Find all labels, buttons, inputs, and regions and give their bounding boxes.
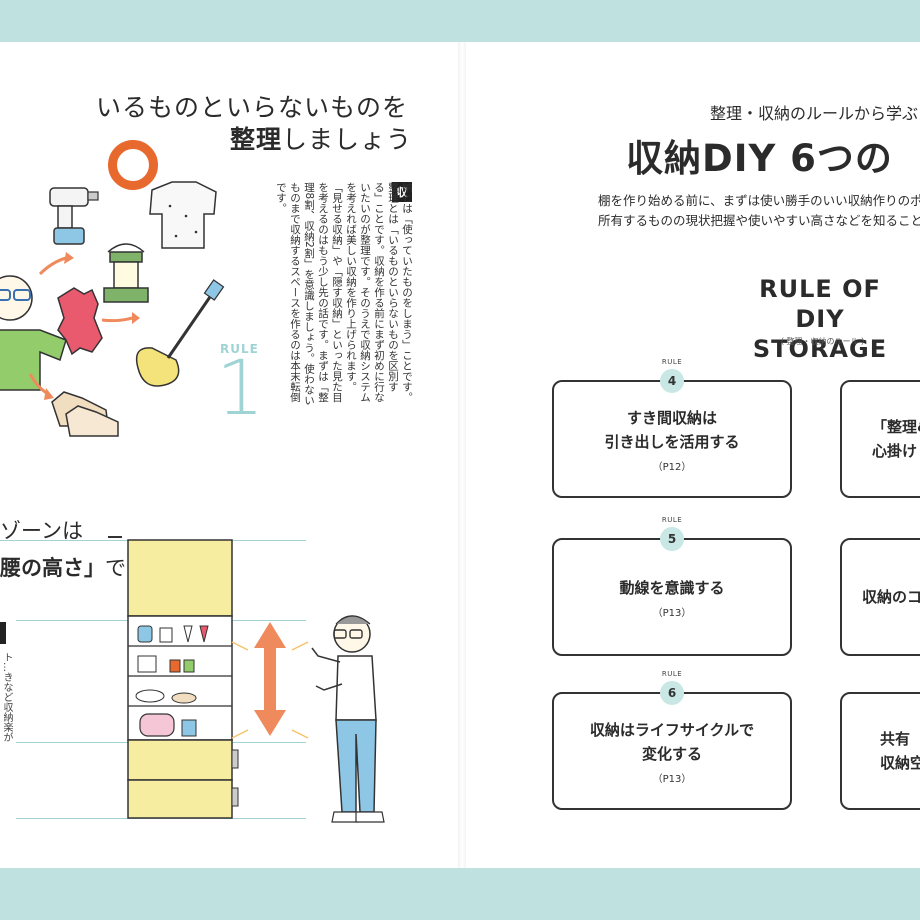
person-icon [0,275,67,391]
edge-badge [0,622,6,644]
storage-illustration [127,539,385,823]
rule-6-tag: RULE [661,670,683,678]
circle-mark-icon [108,140,158,190]
heading-line1: RULE OF [759,275,881,303]
left-body-text: 納とは「使っていたものをしまう」ことです。整理とは「いるものといらないものを区別… [275,182,413,406]
heading-dash [108,536,122,538]
rule-5-line1: 動線を意識する [619,578,725,597]
left-title-rest: しましょう [282,125,413,154]
zone-heading-line2: 腰の高さ」です [0,552,147,582]
kitchenware-icon [135,625,209,737]
rule-1-label: RULE [220,342,259,356]
rule-6-card: 収納はライフサイクルで 変化する （P13） [552,692,792,810]
cut-card-3-line2: 収納空 [880,754,920,772]
rule-5-card: 動線を意識する （P13） [552,538,792,656]
guitar-icon [135,279,225,387]
rule-cut-card-1: 「整理& 心掛け [840,380,920,498]
standing-person-icon [311,615,385,823]
dinosaur-toy-icon [57,287,103,356]
rule-4-tag: RULE [661,358,683,366]
cut-card-1-line2: 心掛け [872,442,918,460]
zone-heading-bold: 腰の高さ」 [0,556,105,580]
rule-4-line1: すき間収納は [626,408,717,427]
rule-4-line2: 引き出しを活用する [604,432,740,451]
cut-card-1-line1: 「整理& [872,418,920,436]
fridge-icon [127,539,239,819]
rule-6-line1: 収納はライフサイクルで [589,720,755,739]
right-body-line2: 所有するものの現状把握や使いやすい高さなどを知ることが収 [598,213,920,228]
zone-heading-line1: ゾーンは [0,519,83,543]
rule-5-tag: RULE [661,516,683,524]
body-initial-badge: 収 [392,182,412,202]
rule-6-line2: 変化する [641,744,702,763]
rule-6-page: （P13） [652,773,692,785]
left-title-line2: 整理しましょう [230,120,412,156]
rule-cut-card-2: 収納のコ [840,538,920,656]
rule-of-diy-heading: RULE OF DIY STORAGE [730,274,910,364]
left-title-bold: 整理 [230,125,283,154]
height-arrow-icon [231,622,309,739]
cut-card-3-line1: 共有 [880,730,911,748]
shirt-icon [149,181,217,249]
right-subtitle: 整理・収納のルールから学ぶ [710,104,919,123]
drill-icon [49,187,99,245]
left-title-line1: いるものといらないものを [96,93,409,122]
page-gutter [458,42,466,868]
rule-6-badge: 6 [660,681,684,705]
top-band [0,0,920,42]
heading-line2: DIY STORAGE [752,305,888,363]
cut-card-2-line1: 収納のコ [862,588,920,606]
bottom-band [0,868,920,920]
right-body-line1: 棚を作り始める前に、まずは使い勝手のいい収納作りのポイン [598,193,920,208]
edge-vertical-text: ト…きなど収納楽が [1,652,12,742]
rule-4-card: すき間収納は 引き出しを活用する （P12） [552,380,792,498]
shoes-icon [51,391,119,437]
rule-cut-card-3: 共有 収納空 [840,692,920,810]
right-title: 収納DIY 6つの [626,137,893,180]
rule-4-page: （P12） [652,461,692,473]
rule-1-number: 1 [216,343,265,432]
rule-5-page: （P13） [652,607,692,619]
rule-5-badge: 5 [660,527,684,551]
lantern-icon [103,243,149,303]
heading-subtitle: （ 整理・収納のルール ） [776,337,870,346]
illustration-items [0,181,225,437]
rule-4-badge: 4 [660,369,684,393]
